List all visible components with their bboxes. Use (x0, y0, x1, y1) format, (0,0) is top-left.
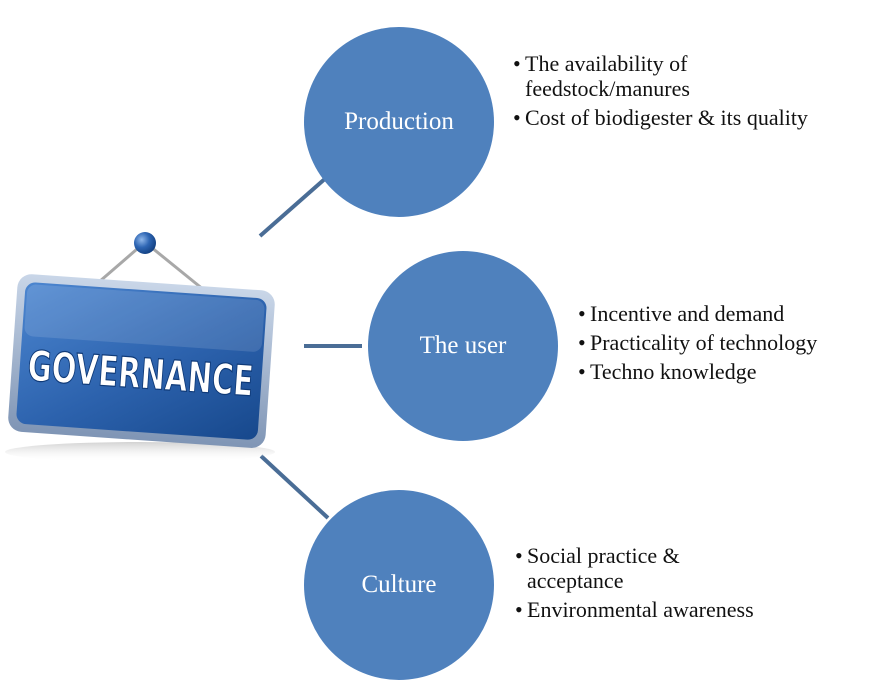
connector-production (258, 175, 329, 238)
list-item: Practicality of technology (578, 330, 869, 355)
the-user-bullet-list: Incentive and demand Practicality of tec… (578, 301, 869, 388)
sign-pin-icon (134, 232, 156, 254)
circle-culture-label: Culture (361, 571, 437, 598)
sign-shadow (5, 442, 275, 462)
list-item: Cost of biodigester & its quality (513, 105, 815, 130)
circle-production-label: Production (344, 108, 454, 135)
circle-production: Production (304, 27, 494, 217)
list-item: Social practice & acceptance (515, 543, 747, 593)
governance-sign: GOVERNANCE (5, 232, 275, 462)
circle-the-user-label: The user (419, 332, 507, 359)
circle-culture: Culture (304, 490, 494, 680)
culture-bullet-list: Social practice & acceptance Environment… (515, 543, 817, 626)
connector-culture (259, 454, 330, 520)
circle-the-user: The user (368, 251, 558, 441)
list-item: Environmental awareness (515, 597, 817, 622)
list-item: The availability of feedstock/manures (513, 51, 815, 101)
production-bullet-list: The availability of feedstock/manures Co… (513, 51, 815, 134)
sign-string-right (145, 241, 205, 292)
list-item: Incentive and demand (578, 301, 869, 326)
list-item: Techno knowledge (578, 359, 869, 384)
sign-panel (16, 282, 267, 440)
sign-gloss (24, 284, 265, 352)
